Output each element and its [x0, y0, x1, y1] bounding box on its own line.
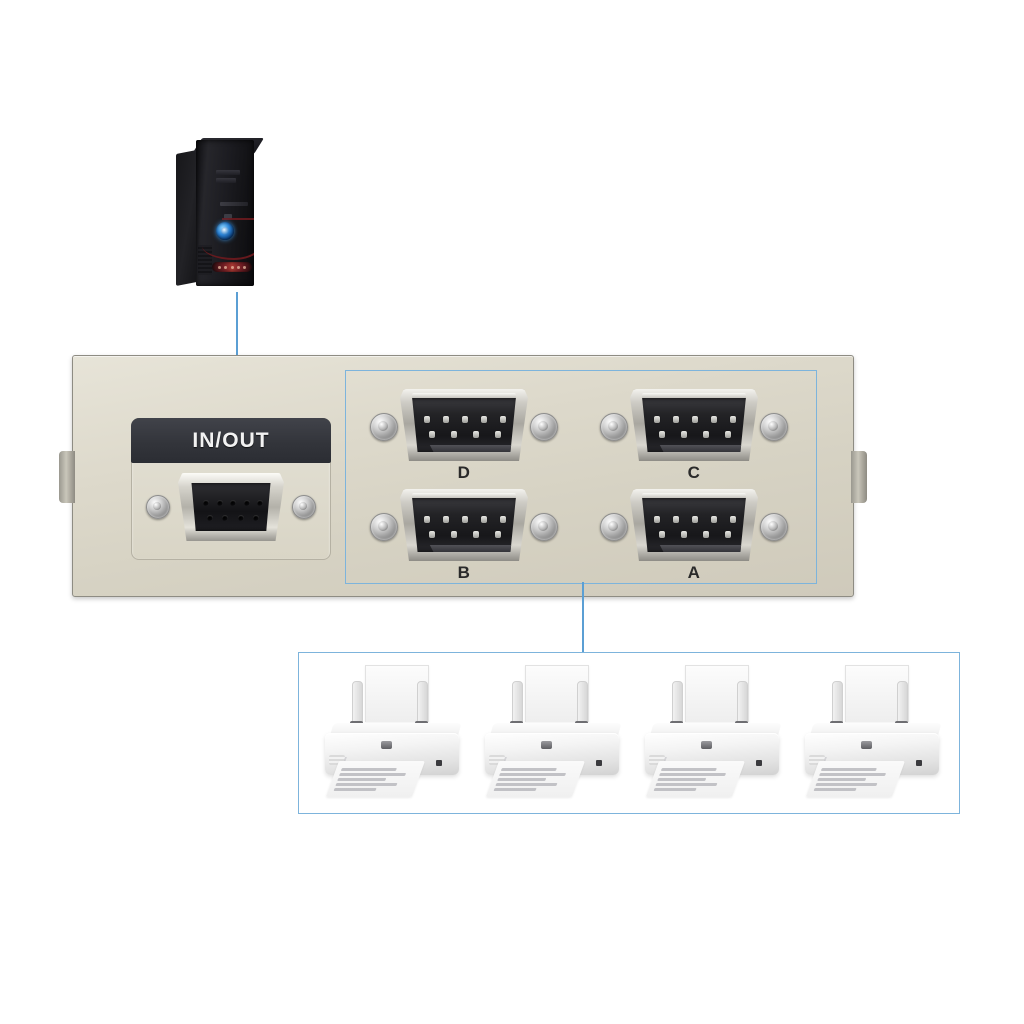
- printer-1-indicator-dot: [436, 760, 442, 766]
- port-a-connector-lip: [659, 545, 746, 552]
- pc-tower: [176, 138, 264, 292]
- port-d-connector-lip: [429, 445, 516, 452]
- port-c-pin-row-top: [654, 416, 736, 423]
- port-c-screw-post-left: [600, 413, 628, 441]
- port-a[interactable]: A: [600, 489, 788, 582]
- port-b-screw-post-right: [530, 513, 558, 541]
- printer-1-side-vent: [329, 755, 345, 765]
- port-b-connector-lip: [429, 545, 516, 552]
- inout-connector-insulator: [191, 483, 271, 531]
- printer-1-power-button-icon: [381, 741, 392, 749]
- port-c-screw-post-right: [760, 413, 788, 441]
- printer-2: [479, 665, 629, 800]
- inout-label: IN/OUT: [131, 418, 331, 463]
- printer-3-indicator-dot: [756, 760, 762, 766]
- panel-mounting-tab-left: [59, 451, 75, 503]
- port-b-label: B: [457, 563, 471, 582]
- port-c-connector-insulator: [642, 398, 746, 452]
- printer-3-printed-text: [651, 765, 741, 798]
- pc-accent-swoosh: [202, 222, 254, 260]
- port-c[interactable]: C: [600, 389, 788, 482]
- printer-4-printed-text: [811, 765, 901, 798]
- pc-tower-front-panel: [196, 140, 254, 286]
- port-c-label: C: [687, 463, 701, 482]
- port-d-pin-row-bottom: [429, 431, 501, 438]
- ports-group-callout: D C: [345, 370, 817, 584]
- printer-4-power-button-icon: [861, 741, 872, 749]
- port-a-screw-post-right: [760, 513, 788, 541]
- port-d-screw-post-left: [370, 413, 398, 441]
- printer-3: [639, 665, 789, 800]
- port-c-pin-row-bottom: [659, 431, 731, 438]
- port-d-label: D: [457, 463, 471, 482]
- pc-drive-bay: [216, 178, 236, 183]
- printer-4: [799, 665, 949, 800]
- port-b-pin-row-bottom: [429, 531, 501, 538]
- port-a-label: A: [687, 563, 701, 582]
- db9-switch-panel: IN/OUT: [59, 355, 867, 597]
- port-d-db9-male-connector[interactable]: [400, 389, 528, 461]
- printer-2-side-vent: [489, 755, 505, 765]
- printer-4-indicator-dot: [916, 760, 922, 766]
- port-c-db9-male-connector[interactable]: [630, 389, 758, 461]
- pc-front-slot: [220, 202, 248, 206]
- port-b-screw-post-left: [370, 513, 398, 541]
- printer-1: [319, 665, 469, 800]
- panel-mounting-tab-right: [851, 451, 867, 503]
- inout-pin-hole-row-top: [203, 500, 263, 506]
- port-d-connector-top-edge: [412, 393, 516, 399]
- port-b-connector-insulator: [412, 498, 516, 552]
- port-b-db9-male-connector[interactable]: [400, 489, 528, 561]
- printer-4-side-vent: [809, 755, 825, 765]
- inout-db9-female-connector[interactable]: [178, 473, 284, 541]
- pc-optical-bay: [216, 170, 240, 175]
- printer-2-power-button-icon: [541, 741, 552, 749]
- port-b[interactable]: B: [370, 489, 558, 582]
- pc-tower-side-panel: [176, 149, 198, 286]
- ports-to-printers-lead-line: [582, 582, 584, 654]
- port-d-pin-row-top: [424, 416, 506, 423]
- port-d-screw-post-right: [530, 413, 558, 441]
- port-a-connector-insulator: [642, 498, 746, 552]
- printer-3-side-vent: [649, 755, 665, 765]
- pc-accent-swoosh-upper: [222, 218, 254, 230]
- port-a-screw-post-left: [600, 513, 628, 541]
- printer-2-indicator-dot: [596, 760, 602, 766]
- inout-block: IN/OUT: [131, 418, 331, 560]
- pc-reset-button: [224, 214, 232, 219]
- port-c-connector-top-edge: [642, 393, 746, 399]
- port-c-connector-lip: [659, 445, 746, 452]
- port-b-pin-row-top: [424, 516, 506, 523]
- port-a-pin-row-top: [654, 516, 736, 523]
- port-d[interactable]: D: [370, 389, 558, 482]
- printer-1-printed-text: [331, 765, 421, 798]
- pc-power-button-icon: [216, 222, 234, 240]
- printer-2-printed-text: [491, 765, 581, 798]
- port-a-db9-male-connector[interactable]: [630, 489, 758, 561]
- inout-screw-post-right: [292, 495, 316, 519]
- port-a-connector-top-edge: [642, 493, 746, 499]
- pc-brand-badge-marks: [218, 265, 246, 269]
- inout-pin-hole-row-bottom: [207, 515, 259, 521]
- port-d-connector-insulator: [412, 398, 516, 452]
- port-a-pin-row-bottom: [659, 531, 731, 538]
- port-b-connector-top-edge: [412, 493, 516, 499]
- inout-screw-post-left: [146, 495, 170, 519]
- printers-group-callout: [298, 652, 960, 814]
- printer-3-power-button-icon: [701, 741, 712, 749]
